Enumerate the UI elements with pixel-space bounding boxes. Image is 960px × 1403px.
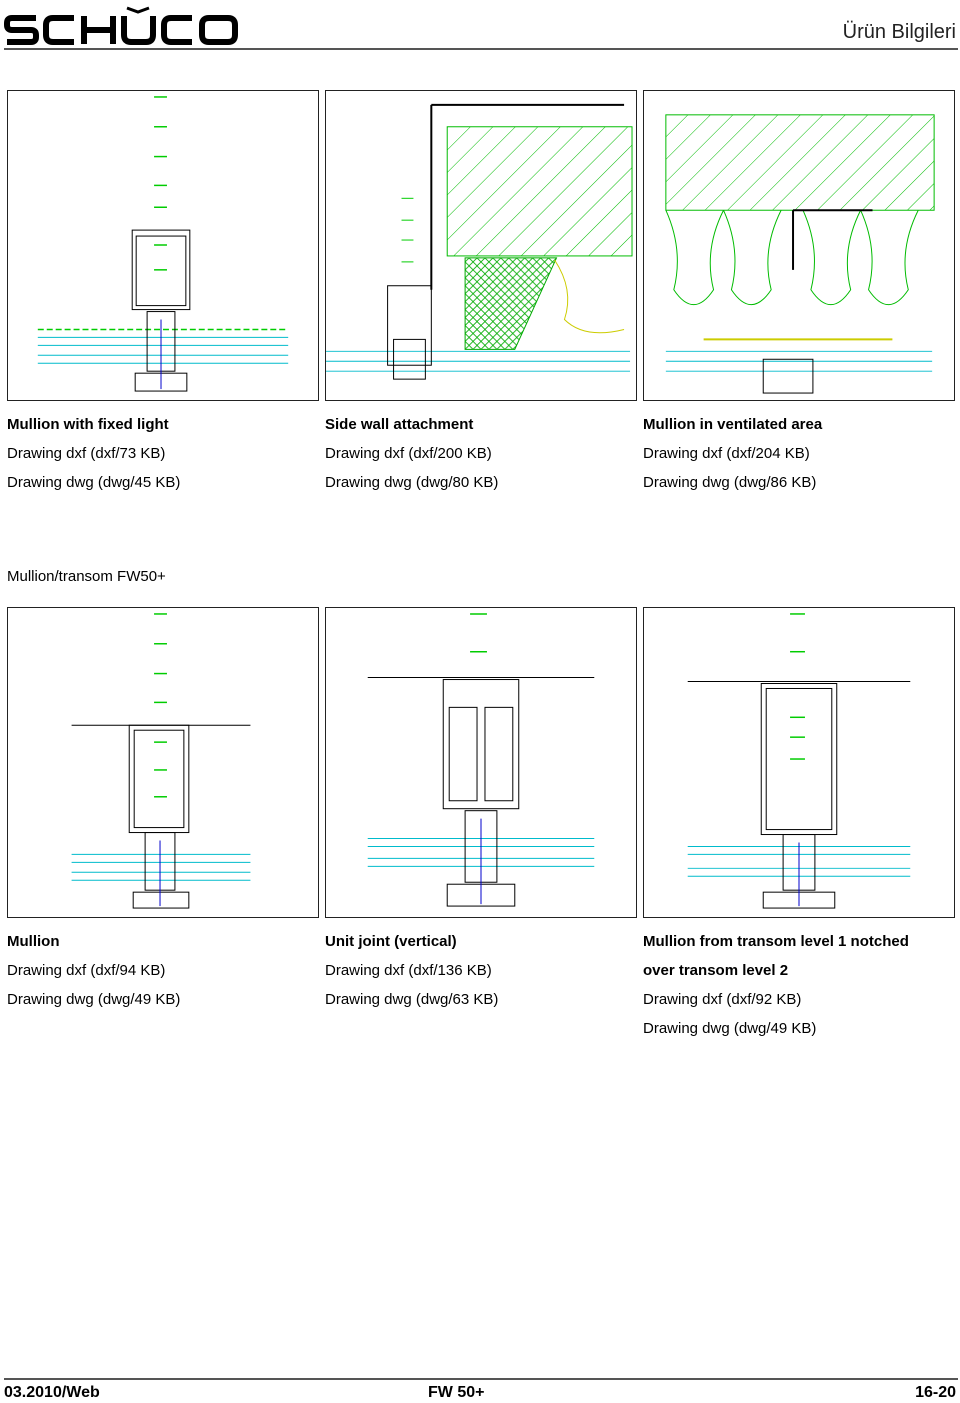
drawing-mullion-ventilated-area[interactable] [643,90,955,401]
caption-drawing-3: Mullion in ventilated area Drawing dxf (… [643,410,958,497]
schuco-logo [4,6,238,45]
caption-drawing-1: Mullion with fixed light Drawing dxf (dx… [7,410,322,497]
dxf-link[interactable]: Drawing dxf (dxf/136 KB) [325,962,492,979]
drawing-title: Side wall attachment [325,416,474,433]
dwg-link[interactable]: Drawing dwg (dwg/49 KB) [7,991,181,1008]
footer-date: 03.2010/Web [4,1384,100,1401]
drawing-title-continued: over transom level 2 [643,962,789,979]
header-rule [4,48,958,50]
dwg-link[interactable]: Drawing dwg (dwg/86 KB) [643,474,817,491]
drawing-mullion-fixed-light[interactable] [7,90,319,401]
drawing-title: Mullion [7,933,60,950]
dxf-link[interactable]: Drawing dxf (dxf/73 KB) [7,445,166,462]
dxf-link[interactable]: Drawing dxf (dxf/200 KB) [325,445,492,462]
drawing-title: Mullion in ventilated area [643,416,823,433]
dwg-link[interactable]: Drawing dwg (dwg/80 KB) [325,474,499,491]
footer-rule [4,1378,958,1380]
drawing-side-wall-attachment[interactable] [325,90,637,401]
dwg-link[interactable]: Drawing dwg (dwg/45 KB) [7,474,181,491]
drawing-title: Mullion from transom level 1 notched [643,933,909,950]
drawing-mullion[interactable] [7,607,319,918]
caption-drawing-5: Unit joint (vertical) Drawing dxf (dxf/1… [325,927,640,1014]
caption-drawing-4: Mullion Drawing dxf (dxf/94 KB) Drawing … [7,927,322,1014]
page-title: Ürün Bilgileri [842,21,956,43]
dxf-link[interactable]: Drawing dxf (dxf/94 KB) [7,962,166,979]
dwg-link[interactable]: Drawing dwg (dwg/63 KB) [325,991,499,1008]
dwg-link[interactable]: Drawing dwg (dwg/49 KB) [643,1020,817,1037]
drawing-unit-joint-vertical[interactable] [325,607,637,918]
drawing-title: Mullion with fixed light [7,416,169,433]
caption-drawing-6: Mullion from transom level 1 notched ove… [643,927,958,1043]
footer-product: FW 50+ [428,1384,485,1401]
section-title: Mullion/transom FW50+ [7,568,166,585]
footer-page-number: 16-20 [915,1384,956,1401]
drawing-title: Unit joint (vertical) [325,933,457,950]
caption-drawing-2: Side wall attachment Drawing dxf (dxf/20… [325,410,640,497]
drawing-mullion-transom-notched[interactable] [643,607,955,918]
dxf-link[interactable]: Drawing dxf (dxf/92 KB) [643,991,802,1008]
dxf-link[interactable]: Drawing dxf (dxf/204 KB) [643,445,810,462]
